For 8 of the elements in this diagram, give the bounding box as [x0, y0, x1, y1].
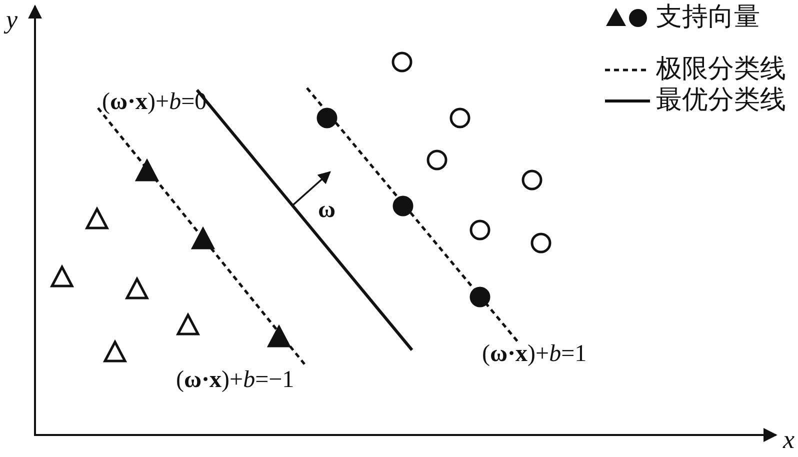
- equation-label: (ω·x)+b=1: [482, 340, 587, 368]
- vector-label: ω: [318, 196, 336, 224]
- axis-label: y: [6, 6, 18, 34]
- equation-label: (ω·x)+b=−1: [176, 366, 294, 394]
- axis-label: x: [783, 426, 795, 454]
- legend-label: 极限分类线: [656, 54, 786, 84]
- legend-label: 最优分类线: [656, 85, 786, 115]
- legend-label: 支持向量: [656, 2, 760, 32]
